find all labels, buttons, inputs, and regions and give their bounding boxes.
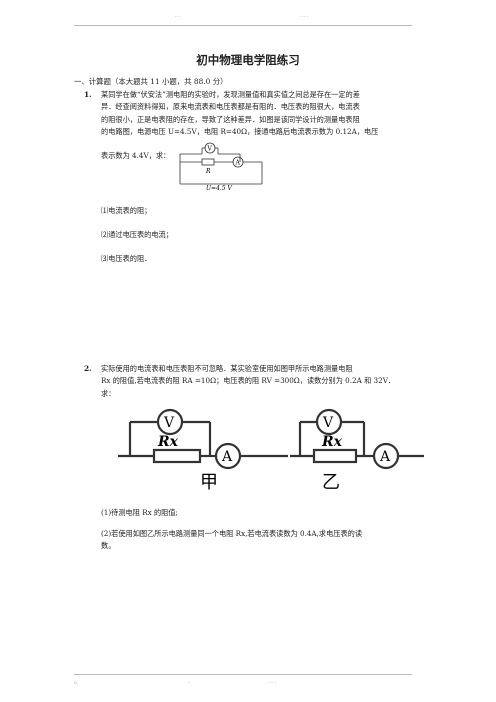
fig-label-jia: 甲: [200, 472, 218, 492]
q2-line: 实际使用的电流表和电压表阻不可忽略．某实验室使用如图甲所示电路测量电阻: [101, 364, 353, 373]
q1-resistor-label: R: [205, 168, 211, 175]
q2-left-ammeter-label: A: [221, 449, 233, 465]
header-left-mark: - -: [175, 14, 180, 20]
q1-voltmeter-label: V: [207, 145, 213, 152]
header-rule: [74, 25, 412, 26]
footer-middle-mark: -: [188, 680, 190, 686]
q2-line: Rx 的阻值,若电流表的阻 RA =10Ω；电压表的阻 RV =300Ω，读数分…: [101, 376, 396, 386]
header-right-mark: - - -: [300, 14, 309, 20]
fig-label-yi: 乙: [322, 472, 340, 492]
q2-right-resistor-label: Rx: [321, 434, 343, 450]
q2-line: 求：: [101, 388, 116, 398]
page-title: 初中物理电学阻练习: [196, 53, 300, 67]
q1-text: 某同学在做“伏安法”测电阻的实验时，发现测量值和真实值之间总是存在一定的差 异．…: [101, 89, 421, 162]
q1-line: 的阻很小，正是电表阻的存在，导致了这种差异．如图是该同学设计的测量电表阻: [101, 114, 360, 124]
q1-part-1: ⑴电流表的阻；: [101, 206, 152, 215]
q2-circuit-left: [118, 408, 288, 470]
q1-supply-label: U=4.5 V: [206, 185, 233, 192]
q2-left-voltmeter-label: V: [163, 415, 175, 431]
section-heading: 一、计算题（本大题共 11 小题，共 88.0 分）: [74, 77, 228, 86]
q2-right-voltmeter-label: V: [322, 415, 334, 431]
q2-part-2-continued: 数。: [101, 541, 116, 550]
q2-right-resistor: [312, 448, 358, 464]
q1-ammeter-label: A: [235, 159, 241, 166]
q2-text: 实际使用的电流表和电压表阻不可忽略．某实验室使用如图甲所示电路测量电阻 Rx 的…: [101, 363, 421, 400]
q2-left-resistor-label: Rx: [157, 434, 179, 450]
q1-circuit-diagram: V A R U=4.5 V: [179, 142, 263, 192]
q1-line: 表示数为 4.4V，求：: [101, 151, 171, 161]
q2-right-ammeter-label: A: [379, 449, 391, 465]
q1-number: 1.: [84, 90, 92, 99]
q1-part-3: ⑶电压表的阻．: [101, 254, 152, 263]
q2-circuit-figure: V A Rx 甲 V A Rx 乙: [118, 408, 424, 492]
q1-line: 某同学在做“伏安法”测电阻的实验时，发现测量值和真实值之间总是存在一定的差: [101, 90, 360, 99]
q2-number: 2.: [84, 364, 92, 373]
q2-part-1: (1)待测电阻 Rx 的阻值;: [101, 508, 178, 517]
footer-right-mark: - - -: [268, 680, 277, 686]
q1-line: 异．经查阅资料得知，原来电流表和电压表都是有阻的．电压表的阻很大，电流表: [101, 102, 360, 112]
q2-part-2: (2)若使用如图乙所示电路测量同一个电阻 Rx,若电流表读数为 0.4A,求电压…: [101, 529, 363, 538]
q2-circuit-right: [290, 408, 424, 470]
footer-rule: [74, 674, 412, 675]
q1-line: 的电路图，电源电压 U=4.5V，电阻 R=40Ω，接通电路后电流表示数为 0.…: [101, 126, 379, 136]
q1-resistor: [201, 158, 215, 166]
footer-left-mark: c.: [74, 680, 79, 686]
q1-part-2: ⑵通过电压表的电流；: [101, 230, 173, 239]
q2-left-resistor: [152, 448, 202, 464]
